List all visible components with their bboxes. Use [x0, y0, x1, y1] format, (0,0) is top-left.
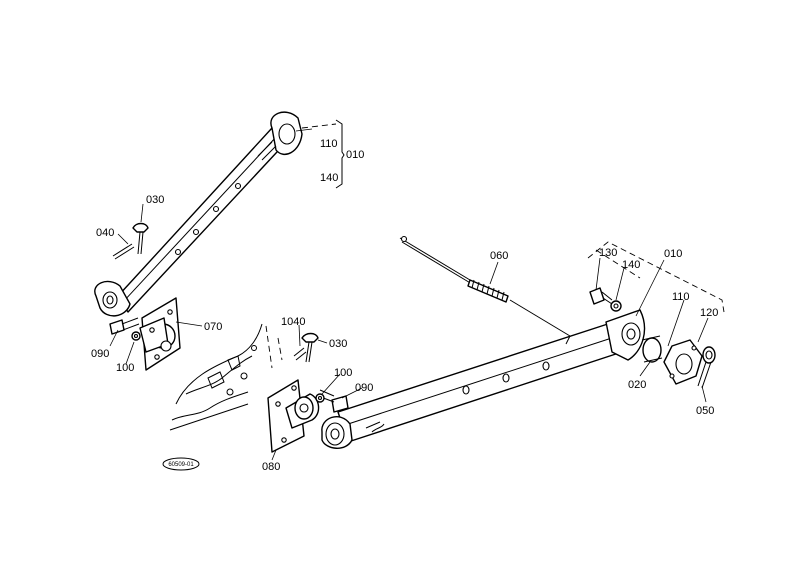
label-090-left: 090: [91, 348, 109, 360]
center-check-pin: [293, 332, 319, 363]
label-040: 040: [96, 227, 114, 239]
label-110-top: 110: [320, 138, 338, 150]
label-030-mid: 030: [329, 338, 347, 350]
right-bolt-130: [589, 287, 622, 312]
left-washer: [131, 331, 141, 341]
label-140-top: 140: [320, 172, 338, 184]
left-check-pin: [112, 222, 149, 260]
center-mounting-bracket: [267, 379, 320, 453]
right-lynch-pin: [697, 346, 716, 389]
label-110-right: 110: [672, 291, 690, 303]
label-010-top: 010: [346, 149, 364, 161]
right-lower-link-arm: [321, 309, 646, 449]
left-bolt: [109, 317, 140, 335]
right-bracket-group: [587, 241, 725, 313]
leader-lines: [109, 203, 709, 461]
left-mounting-bracket: [139, 297, 181, 371]
label-1040: 1040: [281, 316, 305, 328]
label-140-right: 140: [622, 259, 640, 271]
label-120: 120: [700, 307, 718, 319]
label-080: 080: [262, 461, 280, 473]
right-end-plate: [663, 339, 703, 385]
label-070: 070: [204, 321, 222, 333]
left-lower-link-arm: [94, 111, 303, 317]
label-100-mid: 100: [334, 367, 352, 379]
right-ball-joint: [641, 335, 663, 363]
center-bolt: [315, 389, 349, 413]
label-020: 020: [628, 379, 646, 391]
check-chain-spring: [399, 235, 571, 345]
label-030-left: 030: [146, 194, 164, 206]
label-090-mid: 090: [355, 382, 373, 394]
label-060: 060: [490, 250, 508, 262]
label-050: 050: [696, 405, 714, 417]
reference-code: 60509-01: [168, 462, 194, 468]
label-100-left: 100: [116, 362, 134, 374]
label-130: 130: [599, 247, 617, 259]
tractor-housing-outline: [169, 323, 283, 431]
label-010-right: 010: [664, 248, 682, 260]
reference-code-badge: 60509-01: [162, 457, 200, 471]
top-bracket-group: [295, 119, 345, 189]
